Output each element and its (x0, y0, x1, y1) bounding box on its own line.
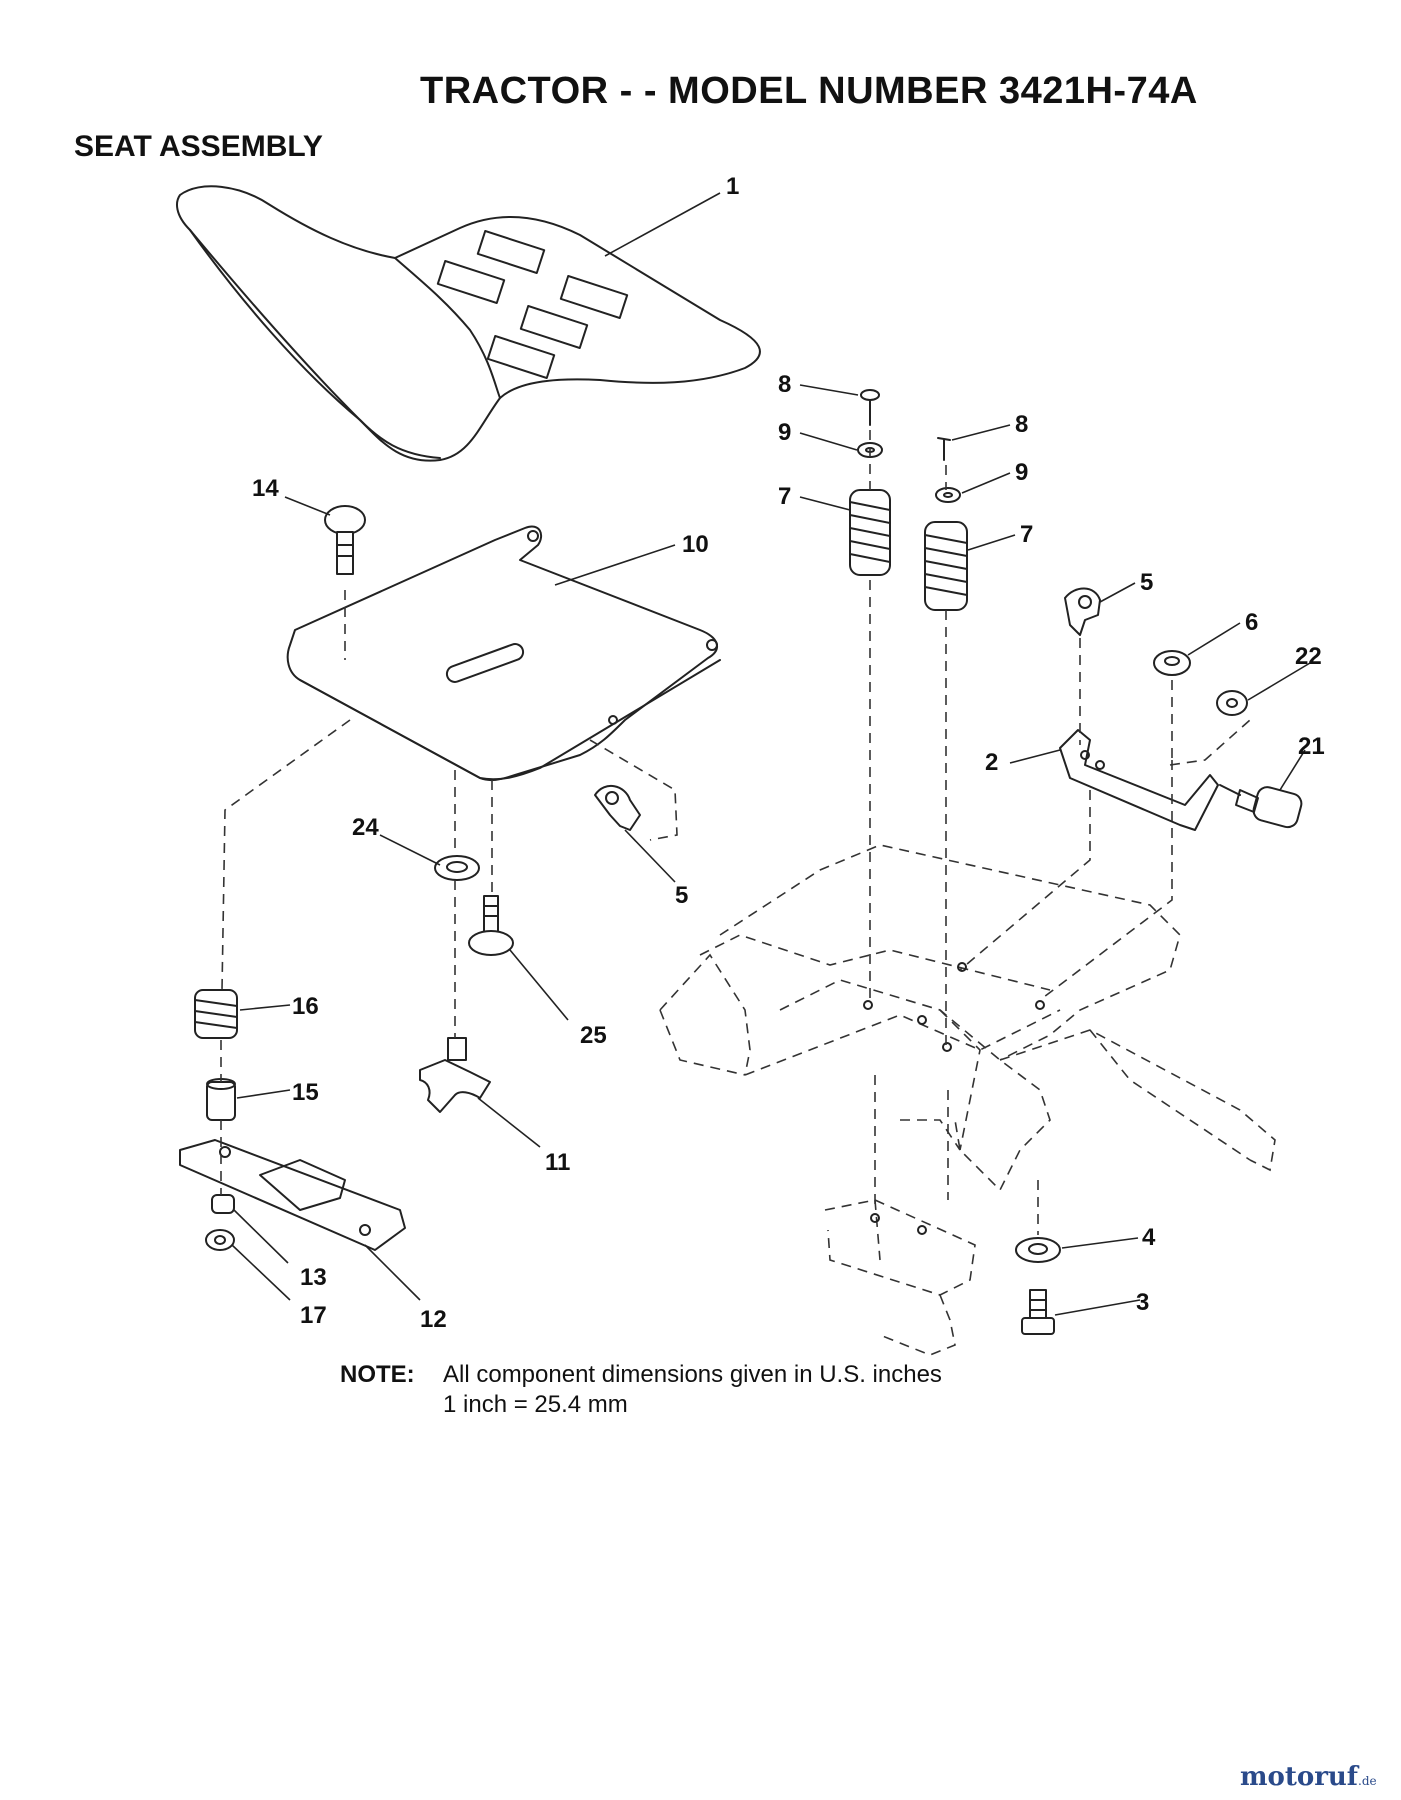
callout-22: 22 (1295, 643, 1322, 670)
callout-7-right: 7 (1020, 521, 1033, 548)
callout-17: 17 (300, 1302, 327, 1329)
spacer-15-part (206, 1078, 236, 1121)
bracket-part (1059, 729, 1219, 831)
callout-5-right: 5 (1140, 569, 1153, 596)
note-line-2: 1 inch = 25.4 mm (443, 1391, 628, 1418)
seat-pan-part (286, 525, 721, 782)
section-title: SEAT ASSEMBLY (74, 130, 323, 163)
callout-1: 1 (726, 173, 739, 200)
knob-11-part (419, 1037, 491, 1113)
callout-11: 11 (545, 1149, 570, 1176)
spring-right-part (924, 521, 968, 611)
callout-25: 25 (580, 1022, 607, 1049)
callout-6: 6 (1245, 609, 1258, 636)
callout-9-left: 9 (778, 419, 791, 446)
callout-8-left: 8 (778, 371, 791, 398)
nut-22-part (1216, 690, 1248, 716)
callout-2: 2 (985, 749, 998, 776)
plate-12-part (179, 1139, 406, 1251)
spring-16-part (194, 989, 238, 1039)
callout-8-right: 8 (1015, 411, 1028, 438)
nut-6-part (1153, 650, 1191, 676)
callout-3: 3 (1136, 1289, 1149, 1316)
knob-5-right-part (1064, 587, 1101, 636)
callout-24: 24 (352, 814, 379, 841)
callout-12: 12 (420, 1306, 447, 1333)
callout-9-right: 9 (1015, 459, 1028, 486)
carriage-bolt-part (324, 505, 366, 575)
callout-10: 10 (682, 531, 709, 558)
spring-left-part (849, 489, 891, 576)
nut-13-part (211, 1194, 235, 1214)
washer-4-part (1015, 1237, 1061, 1263)
callout-labels: 1 8 9 8 9 7 7 14 10 5 6 22 2 21 24 5 16 … (252, 173, 1325, 1333)
note-label: NOTE: (340, 1361, 415, 1388)
screw-8-right-part (937, 437, 951, 461)
knob-21-part (1219, 784, 1303, 829)
bolt-3-part (1021, 1289, 1055, 1335)
callout-13: 13 (300, 1264, 327, 1291)
dimensions-note: NOTE: All component dimensions given in U… (340, 1360, 942, 1420)
screw-8-left-part (860, 389, 880, 426)
seat-part (176, 185, 761, 462)
callout-leaders (231, 192, 1311, 1316)
tractor-frame-phantom (659, 844, 1276, 1356)
bolt-25-part (468, 895, 514, 956)
page-title: TRACTOR - - MODEL NUMBER 3421H-74A (420, 70, 1198, 112)
callout-14: 14 (252, 475, 279, 502)
callout-15: 15 (292, 1079, 319, 1106)
callout-4: 4 (1142, 1224, 1156, 1251)
callout-16: 16 (292, 993, 319, 1020)
washer-9-right-part (935, 487, 961, 503)
washer-24-part (434, 855, 480, 881)
callout-7-left: 7 (778, 483, 791, 510)
washer-17-part (205, 1229, 235, 1251)
knob-5-left-part (594, 785, 641, 831)
callout-21: 21 (1298, 733, 1325, 760)
watermark-logo: motoruf.de (1240, 1762, 1377, 1792)
watermark-suffix: .de (1358, 1774, 1377, 1788)
watermark-brand: motoruf (1240, 1762, 1358, 1792)
callout-5-left: 5 (675, 882, 688, 909)
note-line-1: All component dimensions given in U.S. i… (443, 1361, 942, 1388)
assembly-guide-lines (220, 430, 1251, 1235)
